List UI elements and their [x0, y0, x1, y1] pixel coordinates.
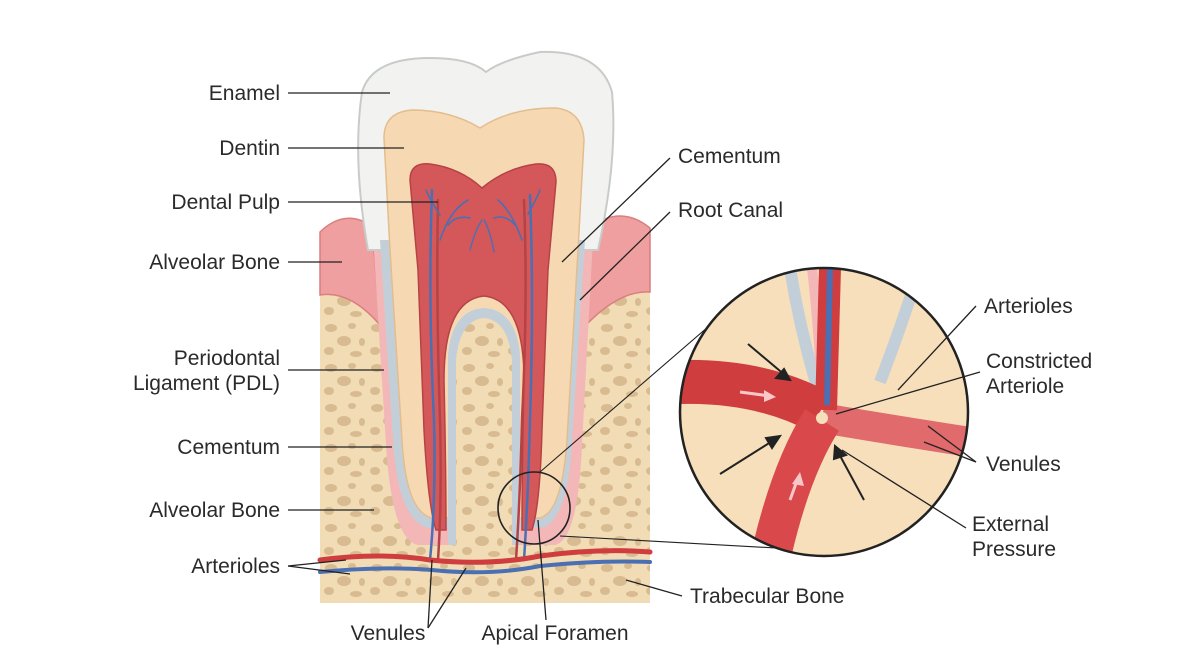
label-enamel: Enamel	[209, 82, 280, 105]
label-constricted-line1: Constricted	[986, 350, 1092, 373]
label-cementum-right: Cementum	[678, 145, 781, 168]
labels-right: Cementum Root Canal Arterioles Constrict…	[678, 145, 1092, 561]
bone-vessels	[317, 548, 653, 575]
label-alveolar-bone-top: Alveolar Bone	[149, 251, 280, 274]
label-constricted-line2: Arteriole	[986, 375, 1064, 398]
label-trabecular-bone: Trabecular Bone	[690, 585, 844, 608]
inset-border	[678, 266, 970, 558]
label-venules-inset: Venules	[986, 453, 1061, 476]
pulp-vessels	[425, 188, 541, 562]
gum-right	[585, 215, 651, 327]
label-arterioles-left: Arterioles	[191, 555, 280, 578]
zoom-line-bottom	[559, 535, 813, 551]
zoom-indicator	[497, 471, 571, 545]
label-dentin: Dentin	[219, 137, 280, 160]
label-apical-foramen: Apical Foramen	[481, 622, 628, 645]
labels-bottom: Venules Apical Foramen Trabecular Bone	[351, 585, 845, 645]
label-external-line1: External	[972, 513, 1049, 536]
label-alveolar-bone-bottom: Alveolar Bone	[149, 499, 280, 522]
label-venules-bottom: Venules	[351, 622, 426, 645]
labels-left: Enamel Dentin Dental Pulp Alveolar Bone …	[133, 82, 280, 578]
inset-magnification	[680, 268, 968, 556]
label-arterioles-inset: Arterioles	[984, 295, 1073, 318]
leader-lines	[287, 92, 981, 629]
label-dental-pulp: Dental Pulp	[171, 191, 280, 214]
label-external-line2: Pressure	[972, 538, 1056, 561]
dental-pulp	[409, 163, 557, 531]
inter-radicular-bone-fill	[456, 318, 512, 545]
label-pdl-line1: Periodontal	[174, 347, 280, 370]
label-pdl-line2: Ligament (PDL)	[133, 372, 280, 395]
label-root-canal: Root Canal	[678, 199, 783, 222]
label-cementum-left: Cementum	[177, 436, 280, 459]
